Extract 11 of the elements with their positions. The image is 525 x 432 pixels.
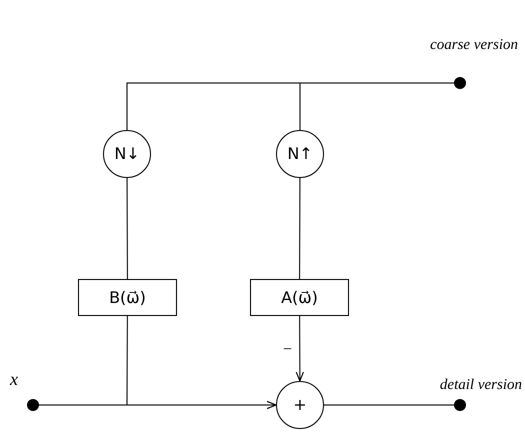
filter-box: A(ω⃗): [250, 279, 349, 316]
connector-line: [299, 178, 300, 280]
connector-line: [38, 316, 128, 406]
signal-label: coarse version: [429, 36, 518, 55]
connector-line: [126, 178, 128, 280]
connector-line: [126, 82, 300, 130]
signal-label: x: [10, 368, 18, 391]
connector-line: [324, 404, 454, 406]
arrow: [296, 316, 304, 382]
signal-label: detail version: [438, 376, 522, 395]
filter-box: B(ω⃗): [78, 279, 177, 316]
